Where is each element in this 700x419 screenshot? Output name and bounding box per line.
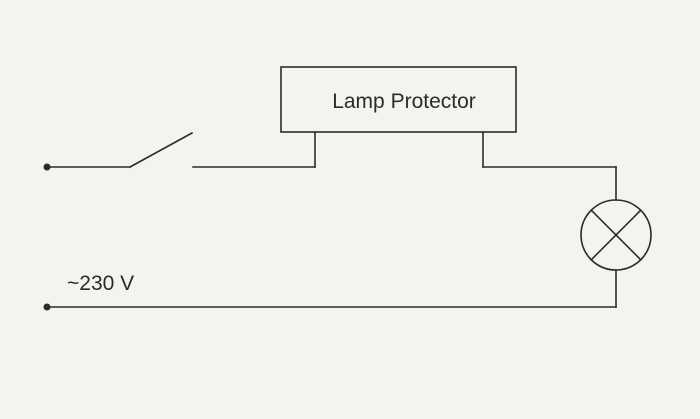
live-wire xyxy=(43,131,617,201)
voltage-label: ~230 V xyxy=(67,272,134,295)
lamp-protector-label: Lamp Protector xyxy=(332,90,476,113)
terminal-dot-icon xyxy=(43,303,51,311)
neutral-wire xyxy=(43,269,617,311)
lamp-protector: Lamp Protector xyxy=(280,66,517,133)
switch-lever xyxy=(128,131,194,169)
lamp-protector-box xyxy=(280,66,517,133)
lamp-icon xyxy=(580,199,652,271)
switch-icon xyxy=(128,131,194,169)
lamp-cross-b xyxy=(590,209,642,261)
